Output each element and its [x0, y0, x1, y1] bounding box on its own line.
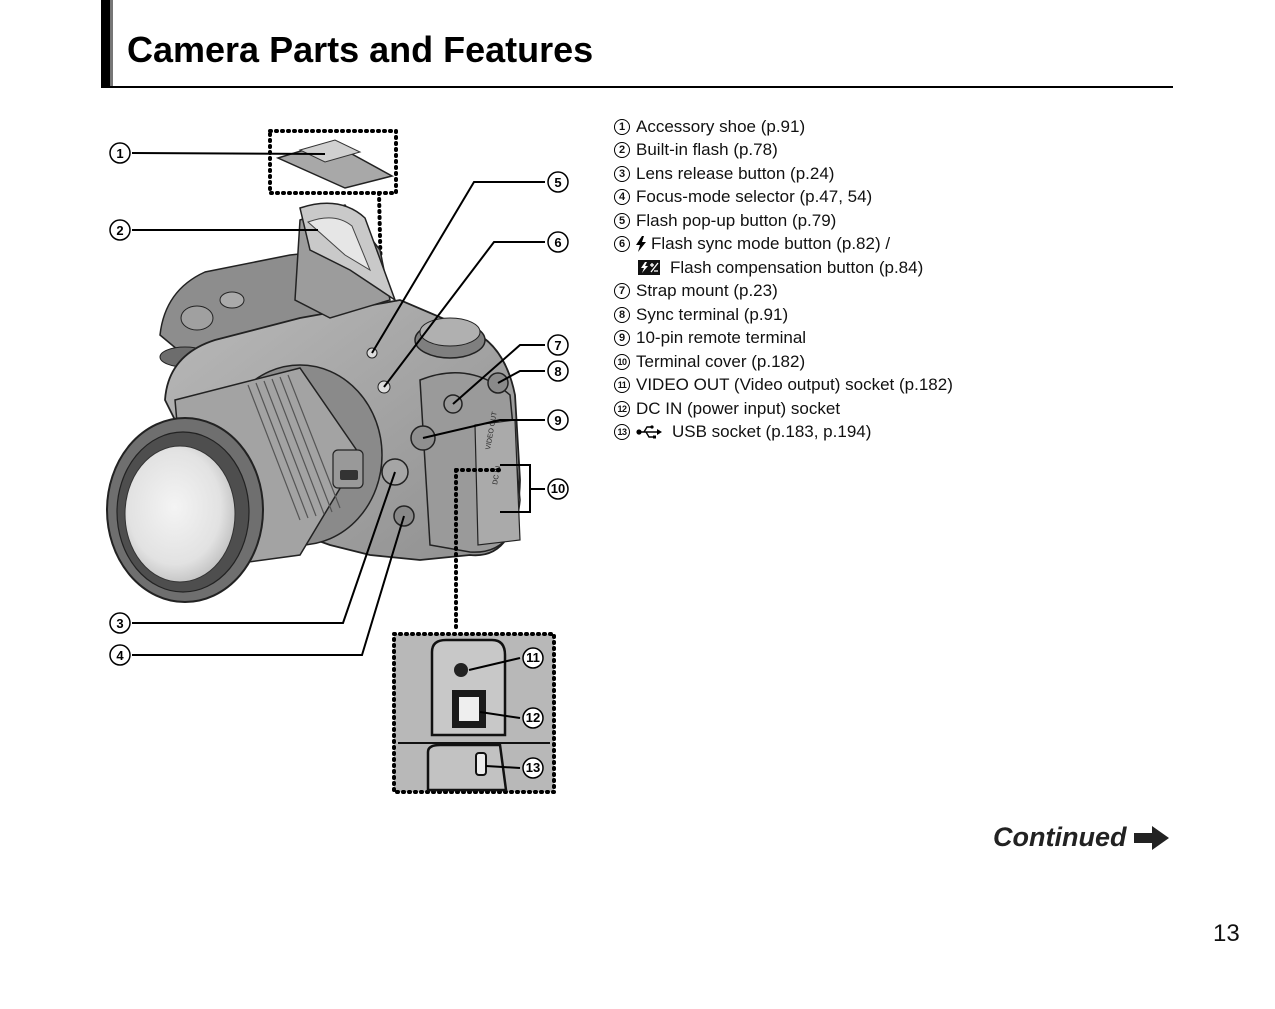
callout-7: 7 — [547, 334, 569, 356]
callout-12: 12 — [522, 707, 544, 729]
item-label: DC IN (power input) socket — [636, 398, 841, 418]
item-label: Strap mount (p.23) — [636, 281, 778, 301]
callout-9: 9 — [547, 409, 569, 431]
callout-8: 8 — [547, 360, 569, 382]
lightning-bolt-icon — [636, 236, 646, 253]
list-item: 5 Flash pop-up button (p.79) — [614, 209, 953, 233]
flash-compensation-icon — [638, 260, 660, 276]
title-accent-bar — [101, 0, 113, 88]
svg-text:1: 1 — [116, 146, 123, 161]
item-number: 3 — [614, 165, 630, 182]
callout-6: 6 — [547, 231, 569, 253]
list-item: 13 USB socket (p.183, p.194) — [614, 421, 953, 445]
list-item: 6 Flash sync mode button (p.82) / — [614, 233, 953, 257]
item-number: 5 — [614, 212, 630, 229]
item-number: 2 — [614, 142, 630, 159]
item-label: Accessory shoe (p.91) — [636, 116, 806, 136]
svg-text:5: 5 — [554, 175, 561, 190]
continued-label: Continued — [993, 822, 1127, 852]
item-number: 1 — [614, 118, 630, 135]
list-item: 12 DC IN (power input) socket — [614, 397, 953, 421]
continued-link[interactable]: Continued — [993, 822, 1170, 853]
callout-13: 13 — [522, 757, 544, 779]
item-label: 10-pin remote terminal — [636, 328, 807, 348]
parts-list: 1 Accessory shoe (p.91) 2 Built-in flash (… — [614, 115, 953, 444]
svg-text:13: 13 — [526, 760, 540, 775]
list-item: 10 Terminal cover (p.182) — [614, 350, 953, 374]
item-label: Sync terminal (p.91) — [636, 304, 789, 324]
svg-text:12: 12 — [526, 710, 540, 725]
item-number: 4 — [614, 189, 630, 206]
svg-text:11: 11 — [526, 650, 540, 665]
item-number: 12 — [614, 400, 630, 417]
list-item: 7 Strap mount (p.23) — [614, 280, 953, 304]
list-item: 9 10-pin remote terminal — [614, 327, 953, 351]
usb-icon — [636, 425, 662, 439]
item-number: 7 — [614, 283, 630, 300]
svg-text:9: 9 — [554, 413, 561, 428]
svg-text:6: 6 — [554, 235, 561, 250]
svg-text:7: 7 — [554, 338, 561, 353]
item-number: 10 — [614, 353, 630, 370]
callout-3: 3 — [109, 612, 131, 634]
item-label: VIDEO OUT (Video output) socket (p.182) — [636, 375, 953, 395]
item-number: 9 — [614, 330, 630, 347]
list-item: Flash compensation button (p.84) — [614, 256, 953, 280]
callout-5: 5 — [547, 171, 569, 193]
list-item: 11 VIDEO OUT (Video output) socket (p.182… — [614, 374, 953, 398]
title-underline — [101, 86, 1173, 88]
list-item: 2 Built-in flash (p.78) — [614, 139, 953, 163]
svg-text:4: 4 — [116, 648, 124, 663]
callout-2: 2 — [109, 219, 131, 241]
item-label: Flash sync mode button (p.82) / — [651, 234, 891, 254]
callout-4: 4 — [109, 644, 131, 666]
callout-10: 10 — [547, 478, 569, 500]
svg-text:3: 3 — [116, 616, 123, 631]
item-number: 6 — [614, 236, 630, 253]
arrow-right-icon — [1134, 825, 1170, 850]
item-label: Terminal cover (p.182) — [636, 351, 806, 371]
camera-body: VIDEO OUT DC IN — [106, 202, 521, 603]
svg-text:2: 2 — [116, 223, 123, 238]
page-number: 13 — [1213, 920, 1240, 947]
item-number: 13 — [614, 424, 630, 441]
item-number: 11 — [614, 377, 630, 394]
item-label: Flash compensation button (p.84) — [670, 257, 924, 277]
item-label: USB socket (p.183, p.194) — [672, 422, 872, 442]
camera-diagram: VIDEO OUT DC IN 1 2 3 4 — [106, 129, 569, 794]
dc-in-marking: DC IN — [492, 465, 502, 485]
list-item: 3 Lens release button (p.24) — [614, 162, 953, 186]
list-item: 8 Sync terminal (p.91) — [614, 303, 953, 327]
page-title: Camera Parts and Features — [127, 29, 594, 70]
item-label: Flash pop-up button (p.79) — [636, 210, 837, 230]
callout-markers: 1 2 3 4 5 6 7 8 9 10 11 12 13 — [109, 142, 569, 779]
item-label: Focus-mode selector (p.47, 54) — [636, 187, 873, 207]
item-label: Lens release button (p.24) — [636, 163, 835, 183]
item-number: 8 — [614, 306, 630, 323]
svg-text:8: 8 — [554, 364, 561, 379]
callout-11: 11 — [522, 647, 544, 669]
leader-lines — [131, 152, 545, 769]
list-item: 4 Focus-mode selector (p.47, 54) — [614, 186, 953, 210]
list-item: 1 Accessory shoe (p.91) — [614, 115, 953, 139]
svg-text:10: 10 — [551, 481, 565, 496]
callout-1: 1 — [109, 142, 131, 164]
item-label: Built-in flash (p.78) — [636, 140, 778, 160]
